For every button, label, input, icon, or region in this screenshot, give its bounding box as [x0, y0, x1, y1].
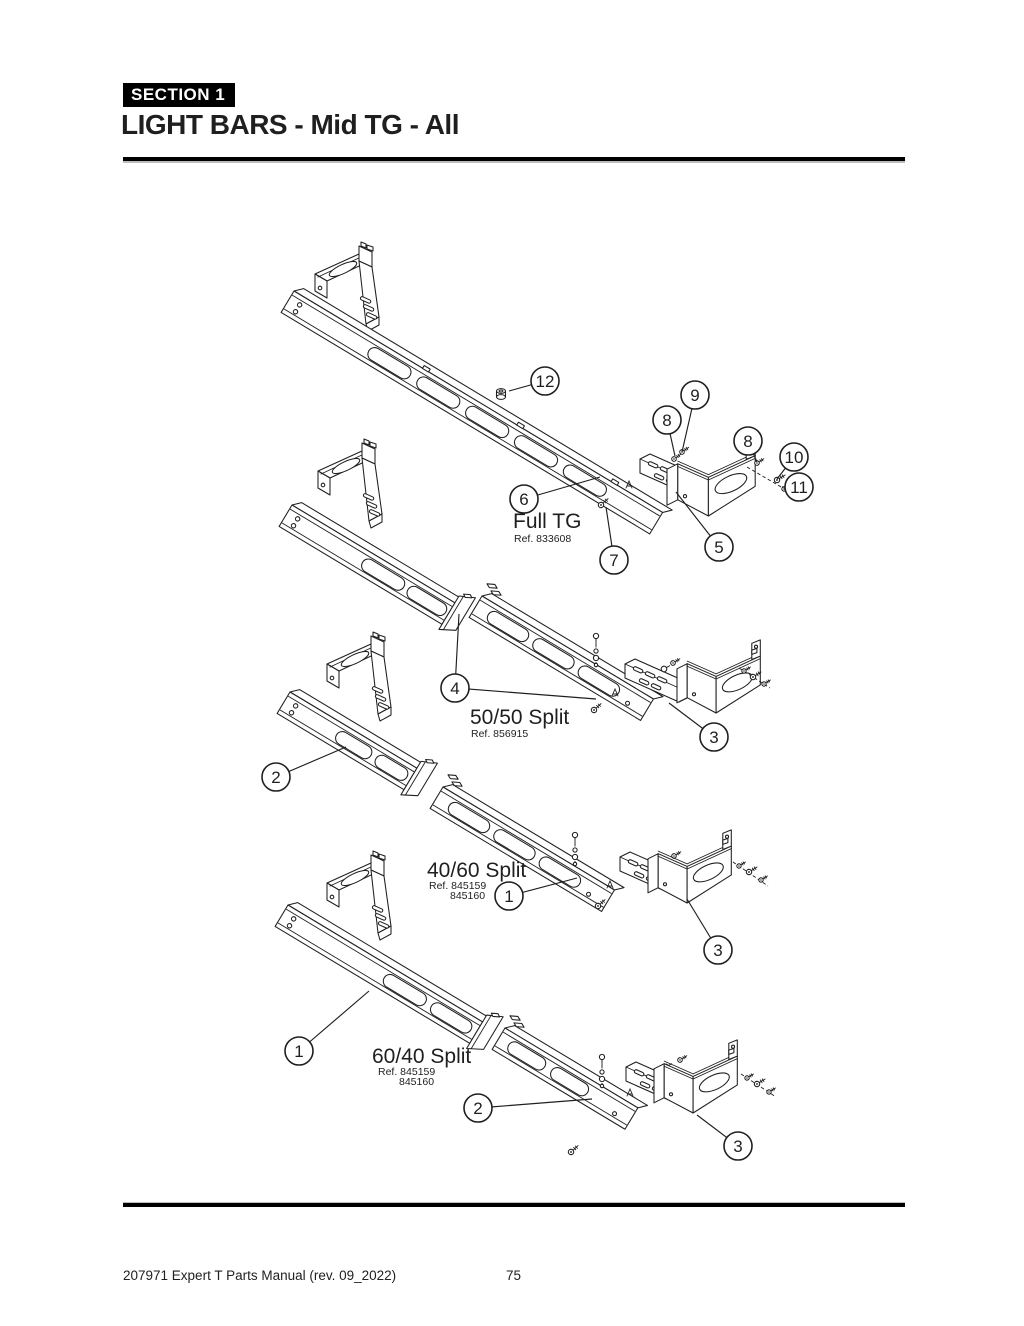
- callout-11: 11: [785, 473, 813, 501]
- svg-text:8: 8: [662, 411, 671, 430]
- left-mount-bracket: [317, 438, 383, 529]
- screw-icon: [589, 701, 604, 715]
- assembly-40-60-split: 2 1 3 40/60 Split Ref. 845159 845160: [262, 631, 770, 964]
- assembly-ref2-40-60: 845160: [450, 890, 485, 902]
- assembly-60-40-split: 1 2 3 60/40 Split Ref. 845159 845160: [274, 850, 778, 1160]
- callout-2: 2: [262, 763, 290, 791]
- svg-text:1: 1: [504, 887, 513, 906]
- svg-text:6: 6: [519, 490, 528, 509]
- callout-5: 5: [705, 533, 733, 561]
- svg-text:3: 3: [713, 941, 722, 960]
- callout-1: 1: [285, 1037, 313, 1065]
- assembly-name-40-60: 40/60 Split: [427, 859, 526, 882]
- page-number: 75: [506, 1268, 522, 1283]
- right-end-bracket: [653, 1039, 738, 1114]
- callout-7: 7: [600, 546, 628, 574]
- right-end-bracket: [676, 639, 761, 714]
- light-bar-left-half: [276, 685, 438, 804]
- svg-text:8: 8: [743, 432, 752, 451]
- callout-2: 2: [464, 1094, 492, 1122]
- flange-nut-icon: [495, 388, 507, 400]
- callout-3: 3: [724, 1132, 752, 1160]
- screw-icon: [566, 1143, 581, 1157]
- bolt-icon: [659, 662, 672, 674]
- footer-manual-ref: 207971 Expert T Parts Manual (rev. 09_20…: [123, 1268, 397, 1283]
- callout-12: 12: [531, 367, 559, 395]
- screw-icon: [676, 1053, 689, 1064]
- callout-4: 4: [441, 674, 469, 702]
- svg-text:4: 4: [450, 679, 459, 698]
- assembly-ref1-40-60: Ref. 845159: [429, 880, 486, 892]
- assembly-50-50-split: 4 3 50/50 Split Ref. 856915: [278, 438, 773, 751]
- assembly-ref1-60-40: Ref. 845159: [378, 1066, 435, 1078]
- screw-icon: [669, 656, 682, 667]
- assembly-full-tg: 12 6 7 5 8 9 8 10 11 Full TG Ref. 833608: [280, 241, 813, 574]
- assembly-name-full-tg: Full TG: [513, 510, 581, 533]
- svg-text:1: 1: [294, 1042, 303, 1061]
- right-end-bracket: [647, 829, 732, 904]
- light-bar-full: [280, 284, 673, 539]
- screw-icon: [752, 1076, 768, 1089]
- callout-6: 6: [510, 485, 538, 513]
- callout-9: 9: [681, 381, 709, 409]
- assembly-name-60-40: 60/40 Split: [372, 1045, 471, 1068]
- svg-text:3: 3: [709, 728, 718, 747]
- assembly-ref-full-tg: Ref. 833608: [514, 533, 571, 545]
- callout-3: 3: [704, 936, 732, 964]
- footer-rule: [123, 1203, 905, 1207]
- svg-text:7: 7: [609, 551, 618, 570]
- svg-text:5: 5: [714, 538, 723, 557]
- assembly-ref2-60-40: 845160: [399, 1076, 434, 1088]
- svg-text:2: 2: [271, 768, 280, 787]
- screw-icon: [744, 864, 760, 877]
- callout-3: 3: [700, 723, 728, 751]
- light-bar-right-half: [468, 580, 664, 725]
- svg-text:11: 11: [790, 478, 808, 497]
- hardware-axis-line: [747, 467, 788, 491]
- callout-1: 1: [495, 882, 523, 910]
- page-title: LIGHT BARS - Mid TG - All: [121, 109, 459, 140]
- screw-icon: [743, 1071, 756, 1082]
- assembly-ref-50-50: Ref. 856915: [471, 728, 528, 740]
- left-mount-bracket: [326, 631, 392, 722]
- callout-8b: 8: [734, 427, 762, 455]
- svg-text:9: 9: [690, 386, 699, 405]
- svg-text:3: 3: [733, 1137, 742, 1156]
- callout-8a: 8: [653, 406, 681, 434]
- screw-icon: [678, 445, 691, 456]
- title-rule: [123, 157, 905, 161]
- section-badge: SECTION 1: [123, 83, 236, 107]
- screw-icon: [757, 873, 770, 884]
- callout-10: 10: [780, 443, 808, 471]
- svg-text:2: 2: [473, 1099, 482, 1118]
- svg-text:12: 12: [536, 372, 555, 391]
- svg-text:10: 10: [785, 448, 804, 467]
- screw-icon: [735, 859, 748, 870]
- assembly-name-50-50: 50/50 Split: [470, 706, 569, 729]
